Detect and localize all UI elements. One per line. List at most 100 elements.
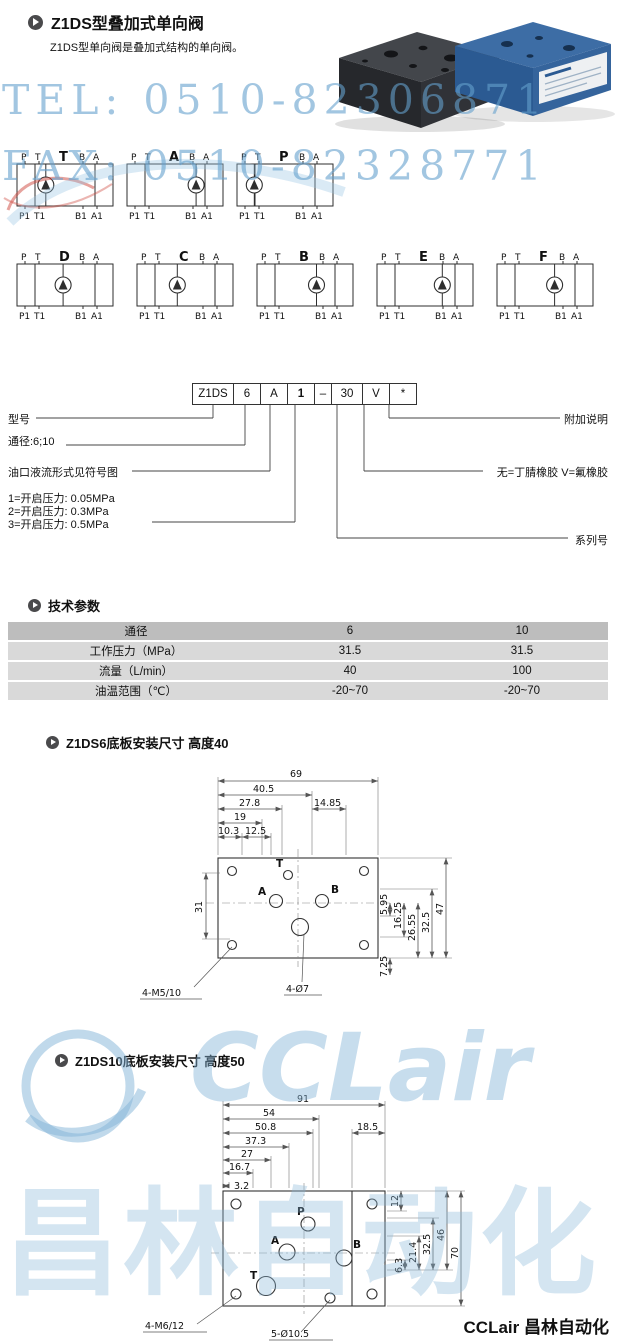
dim-10-3: 10.3 <box>218 826 239 837</box>
port-a: A <box>333 253 340 263</box>
valve-symbol-D: P T D B A P1 T1 B1 A1 <box>16 250 114 322</box>
port-b1: B1 <box>435 312 447 322</box>
section-bullet-icon <box>28 14 43 30</box>
port-t1: T1 <box>513 312 525 322</box>
port-p: P <box>21 253 27 263</box>
port-a: A <box>93 153 100 163</box>
port-a1: A1 <box>331 312 343 322</box>
port-b: B <box>189 153 195 163</box>
dim-18-5: 18.5 <box>357 1122 378 1133</box>
valve-symbol-F: P T F B A P1 T1 B1 A1 <box>496 250 594 322</box>
port-t1: T1 <box>153 312 165 322</box>
model-code-leader-lines <box>36 405 568 539</box>
port-p: P <box>381 253 387 263</box>
table-header-row: 通径 6 10 <box>8 622 608 640</box>
port-b: B <box>79 253 85 263</box>
dim-19: 19 <box>234 812 246 823</box>
port-a: A <box>313 153 320 163</box>
thread-label: 4-M5/10 <box>142 988 181 999</box>
port-p: P <box>141 253 147 263</box>
section-title: 技术参数 <box>48 599 101 614</box>
label-pressure3: 3=开启压力: 0.5MPa <box>8 519 109 531</box>
dim-12: 12 <box>390 1195 401 1207</box>
blue-valve-block <box>455 22 611 116</box>
model-code-cell: V <box>362 383 390 405</box>
col-header: 通径 <box>8 622 264 640</box>
cell: 油温范围（℃） <box>8 682 264 700</box>
label-pressure1: 1=开启压力: 0.05MPa <box>8 493 115 505</box>
cell: 31.5 <box>264 642 436 660</box>
section-bullet-icon <box>28 599 41 612</box>
section-drawing-z1ds10: Z1DS10底板安装尺寸 高度50 <box>55 1051 245 1070</box>
dim-31: 31 <box>194 901 205 913</box>
tech-params-table: 通径 6 10 工作压力（MPa） 31.5 31.5 流量（L/min） 40… <box>8 620 608 702</box>
cell: 40 <box>264 662 436 680</box>
port-label-t: T <box>250 1270 258 1282</box>
dim-26-55: 26.55 <box>407 914 418 941</box>
port-a1: A1 <box>91 312 103 322</box>
model-code-cell: – <box>314 383 332 405</box>
port-p1: P1 <box>19 312 30 322</box>
valve-symbol-C: P T C B A P1 T1 B1 A1 <box>136 250 234 322</box>
section-title: Z1DS10底板安装尺寸 高度50 <box>75 1054 245 1069</box>
page-title: Z1DS型叠加式单向阀 <box>51 16 204 33</box>
symbol-letter: D <box>59 250 70 265</box>
port-t: T <box>34 253 41 263</box>
hole-label: 5-Ø10.5 <box>271 1329 309 1340</box>
port-p1: P1 <box>139 312 150 322</box>
dim-12-5: 12.5 <box>245 826 266 837</box>
cell: -20~70 <box>264 682 436 700</box>
symbol-letter: A <box>169 150 179 165</box>
dim-70: 70 <box>450 1247 461 1259</box>
label-flow: 油口液流形式见符号图 <box>8 467 118 479</box>
port-b1: B1 <box>555 312 567 322</box>
dim-5-95: 5.95 <box>379 894 390 915</box>
label-seal: 无=丁腈橡胶 V=氟橡胶 <box>496 467 608 479</box>
symbol-letter: F <box>539 250 548 265</box>
port-a1: A1 <box>201 212 213 222</box>
cell: 流量（L/min） <box>8 662 264 680</box>
dim-16-25: 16.25 <box>393 902 404 929</box>
table-row: 流量（L/min） 40 100 <box>8 662 608 680</box>
port-b1: B1 <box>315 312 327 322</box>
thread-label: 4-M6/12 <box>145 1321 184 1332</box>
port-a: A <box>573 253 580 263</box>
page-subtitle: Z1DS型单向阀是叠加式结构的单向阀。 <box>50 42 244 54</box>
col-header: 6 <box>264 622 436 640</box>
port-b1: B1 <box>75 212 87 222</box>
model-code-cell: 30 <box>331 383 363 405</box>
port-b: B <box>79 153 85 163</box>
port-a1: A1 <box>571 312 583 322</box>
page-header: Z1DS型叠加式单向阀 <box>28 10 204 34</box>
port-t1: T1 <box>273 312 285 322</box>
dim-21-4: 21.4 <box>408 1242 419 1263</box>
port-a: A <box>93 253 100 263</box>
port-b1: B1 <box>75 312 87 322</box>
port-p1: P1 <box>129 212 140 222</box>
port-a1: A1 <box>311 212 323 222</box>
port-a: A <box>213 253 220 263</box>
port-t: T <box>34 153 41 163</box>
dim-7-25: 7.25 <box>379 956 390 977</box>
valve-symbol-T: P T T B A P1 T1 B1 A1 <box>16 150 114 222</box>
label-series: 系列号 <box>575 535 608 547</box>
port-a: A <box>453 253 460 263</box>
cell: 工作压力（MPa） <box>8 642 264 660</box>
dim-14-85: 14.85 <box>314 798 341 809</box>
symbol-row-2: P T D B A P1 T1 B1 A1 P T C B A P1 T1 <box>15 250 595 332</box>
hole-label: 4-Ø7 <box>286 984 309 995</box>
cell: 100 <box>436 662 608 680</box>
port-p: P <box>21 153 27 163</box>
symbol-row-1: P T T B A P1 T1 B1 A1 P T A B A P1 T1 <box>15 150 335 232</box>
dim-69: 69 <box>290 769 302 780</box>
dim-6-3: 6.3 <box>394 1258 405 1273</box>
port-p: P <box>501 253 507 263</box>
port-p1: P1 <box>239 212 250 222</box>
section-bullet-icon <box>46 736 59 749</box>
port-t: T <box>144 153 151 163</box>
port-b: B <box>199 253 205 263</box>
port-a1: A1 <box>451 312 463 322</box>
dim-40-5: 40.5 <box>253 784 274 795</box>
port-t: T <box>514 253 521 263</box>
